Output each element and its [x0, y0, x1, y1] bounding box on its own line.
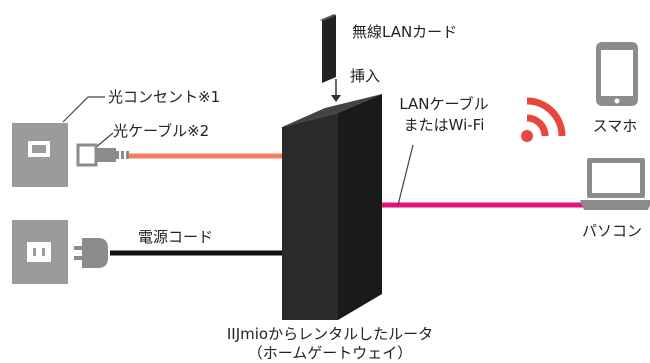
- lan-cable-leader-line: [397, 144, 414, 206]
- insert-arrowhead: [331, 95, 341, 102]
- smartphone-label: スマホ: [592, 117, 638, 135]
- laptop-icon: [580, 158, 650, 210]
- router-front-face: [282, 113, 338, 320]
- smartphone-icon: [596, 42, 638, 106]
- router-icon: [282, 94, 382, 320]
- optical-cable-label: 光ケーブル※2: [113, 122, 210, 140]
- pc-label: パソコン: [581, 222, 642, 240]
- wifi-waves-icon: [521, 97, 566, 142]
- wireless-card-icon: [320, 14, 336, 83]
- optical-outlet-label: 光コンセント※1: [108, 88, 221, 106]
- optical-connector-icon: [76, 143, 129, 167]
- wireless-card-label: 無線LANカード: [352, 23, 458, 41]
- optical-outlet-icon: [12, 123, 68, 187]
- lan-cable-label-line2: またはWi-Fi: [403, 116, 485, 134]
- optical-cable-leader-line: [94, 132, 114, 149]
- power-outlet-icon: [12, 220, 68, 284]
- router-top-face: [282, 94, 382, 127]
- lan-cable-label-line1: LANケーブル: [399, 95, 489, 113]
- power-plug-icon: [74, 238, 108, 268]
- router-label-line2: （ホームゲートウェイ）: [247, 344, 413, 362]
- optical-outlet-leader-line: [62, 96, 105, 123]
- router-side-face: [338, 94, 382, 320]
- insert-label: 挿入: [350, 67, 381, 85]
- power-cord-label: 電源コード: [138, 228, 214, 246]
- router-label-line1: IIJmioからレンタルしたルータ: [226, 325, 434, 343]
